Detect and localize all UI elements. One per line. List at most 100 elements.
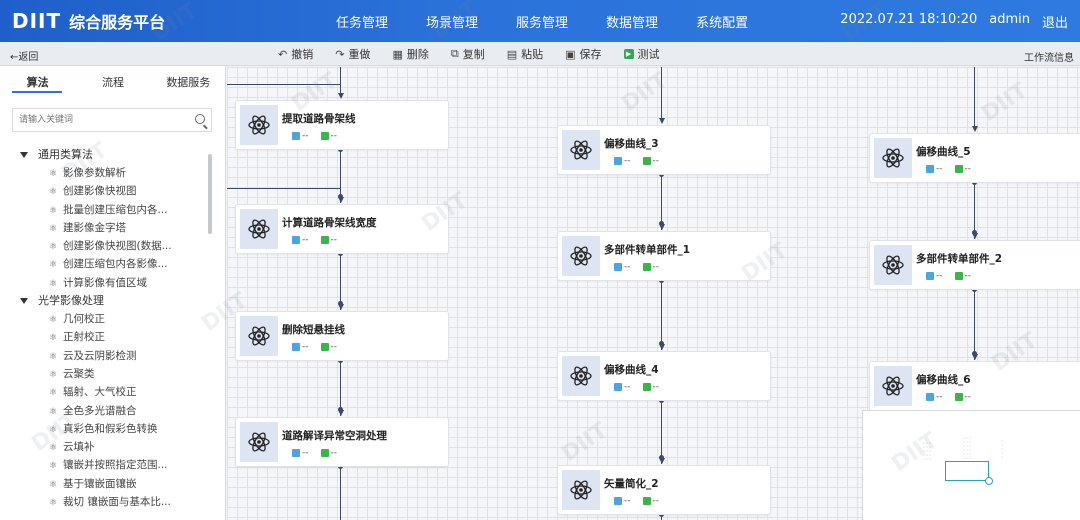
tree-item[interactable]: ⚛创建影像快视图(数据... bbox=[0, 237, 210, 255]
workflow-node[interactable]: 偏移曲线_3 -- -- bbox=[557, 125, 771, 175]
nav-scene-management[interactable]: 场景管理 bbox=[426, 16, 479, 31]
paste-button[interactable]: ▤ 粘贴 bbox=[507, 46, 543, 62]
minimap-resize-handle[interactable] bbox=[985, 477, 993, 485]
search-icon[interactable] bbox=[195, 114, 205, 124]
save-button[interactable]: ▣ 保存 bbox=[565, 46, 601, 62]
output-port[interactable]: -- bbox=[320, 448, 338, 458]
logout-button[interactable]: 退出 bbox=[1041, 16, 1068, 31]
tree-item[interactable]: ⚛裁切 镶嵌面与基本比... bbox=[0, 493, 210, 511]
redo-icon: ↷ bbox=[335, 47, 345, 61]
node-title: 偏移曲线_3 bbox=[604, 138, 659, 150]
input-port[interactable]: -- bbox=[614, 156, 631, 166]
output-port-icon bbox=[320, 132, 329, 140]
sidebar-scrollbar[interactable] bbox=[208, 154, 212, 234]
workflow-node[interactable]: 偏移曲线_4---- bbox=[557, 351, 771, 401]
input-port-dot[interactable] bbox=[659, 221, 664, 226]
input-port[interactable]: -- bbox=[926, 164, 943, 174]
save-icon: ▣ bbox=[565, 47, 576, 61]
tree-item-label: 批量创建压缩包内各... bbox=[63, 203, 168, 216]
nav-system-config[interactable]: 系统配置 bbox=[696, 16, 749, 31]
nav-service-management[interactable]: 服务管理 bbox=[516, 16, 569, 31]
tab-data-service[interactable]: 数据服务 bbox=[166, 76, 211, 89]
tree-item[interactable]: ⚛正射校正 bbox=[0, 328, 210, 346]
minimap-viewport[interactable] bbox=[945, 461, 989, 481]
tree-item[interactable]: ⚛云及云阴影检测 bbox=[0, 347, 210, 365]
tree-group[interactable]: 光学影像处理 bbox=[0, 292, 210, 310]
input-port[interactable]: -- bbox=[292, 235, 309, 245]
nav-data-management[interactable]: 数据管理 bbox=[606, 16, 659, 31]
test-button[interactable]: ▶ 测试 bbox=[623, 46, 660, 62]
output-port[interactable]: -- bbox=[320, 342, 337, 352]
tab-algorithm[interactable]: 算法 bbox=[26, 76, 49, 89]
tree-item[interactable]: ⚛计算影像有值区域 bbox=[0, 274, 210, 292]
output-port-label: -- bbox=[330, 448, 338, 458]
caret-down-icon[interactable] bbox=[20, 298, 28, 305]
tree-item[interactable]: ⚛云填补 bbox=[0, 438, 210, 456]
output-port[interactable]: -- bbox=[642, 496, 659, 506]
user-name[interactable]: admin bbox=[989, 12, 1030, 27]
tree-item[interactable]: ⚛建影像金字塔 bbox=[0, 219, 210, 237]
input-port-dot[interactable] bbox=[659, 341, 664, 346]
connector-line bbox=[661, 281, 662, 350]
input-port[interactable]: -- bbox=[292, 448, 309, 458]
tree-item[interactable]: ⚛创建压缩包内各影像... bbox=[0, 255, 210, 273]
input-port[interactable]: -- bbox=[614, 496, 631, 506]
workflow-node[interactable]: 偏移曲线_6---- bbox=[869, 361, 1080, 411]
input-port[interactable]: -- bbox=[292, 131, 309, 141]
output-port[interactable]: -- bbox=[954, 392, 971, 402]
workflow-node[interactable]: 道路解译异常空洞处理---- bbox=[235, 417, 449, 467]
tree-item[interactable]: ⚛影像参数解析 bbox=[0, 164, 210, 182]
workflow-info-button[interactable]: 工作流信息 bbox=[1024, 53, 1074, 64]
tree-item[interactable]: ⚛全色多光谱融合 bbox=[0, 402, 210, 420]
input-port[interactable]: -- bbox=[926, 392, 943, 402]
output-port[interactable]: -- bbox=[320, 131, 337, 141]
workflow-canvas[interactable]: 提取道路骨架线----计算道路骨架线宽度----删除短悬挂线----道路解译异常… bbox=[227, 67, 1080, 520]
caret-down-icon[interactable] bbox=[20, 152, 28, 158]
redo-button[interactable]: ↷ 重做 bbox=[335, 46, 370, 62]
tree-item[interactable]: ⚛云聚类 bbox=[0, 365, 210, 383]
tab-process[interactable]: 流程 bbox=[101, 76, 124, 89]
workflow-node[interactable]: 偏移曲线_5---- bbox=[869, 133, 1080, 183]
input-port-dot[interactable] bbox=[338, 194, 343, 199]
tree-group[interactable]: 通用类算法 bbox=[0, 146, 210, 164]
input-port-dot[interactable] bbox=[338, 407, 343, 412]
delete-button[interactable]: ▦ 删除 bbox=[392, 46, 428, 62]
node-ports: -- -- bbox=[614, 382, 671, 392]
nav-task-management[interactable]: 任务管理 bbox=[336, 16, 389, 31]
tree-item[interactable]: ⚛辐射、大气校正 bbox=[0, 383, 210, 401]
output-port-icon bbox=[320, 343, 329, 351]
input-port-dot[interactable] bbox=[972, 351, 977, 356]
workflow-node[interactable]: 提取道路骨架线---- bbox=[235, 100, 449, 150]
tree-item[interactable]: ⚛批量创建压缩包内各... bbox=[0, 201, 210, 219]
output-port[interactable]: -- bbox=[954, 271, 971, 281]
search-input[interactable] bbox=[13, 109, 183, 131]
output-port[interactable]: -- bbox=[642, 262, 659, 272]
input-port-dot[interactable] bbox=[659, 455, 664, 460]
back-button[interactable]: ←返回 bbox=[10, 52, 39, 63]
tree-item[interactable]: ⚛镶嵌并按照指定范围... bbox=[0, 456, 210, 474]
tree-item[interactable]: ⚛真彩色和假彩色转换 bbox=[0, 420, 210, 438]
connector-line bbox=[340, 361, 341, 416]
workflow-node[interactable]: 多部件转单部件_2---- bbox=[869, 240, 1080, 290]
output-port[interactable]: -- bbox=[320, 235, 337, 245]
tree-item[interactable]: ⚛创建影像快视图 bbox=[0, 182, 210, 200]
input-port[interactable]: -- bbox=[614, 382, 631, 392]
input-port[interactable]: -- bbox=[614, 262, 631, 272]
input-port-dot[interactable] bbox=[972, 230, 977, 235]
atom-icon: ⚛ bbox=[49, 498, 58, 509]
undo-button[interactable]: ↶ 撤销 bbox=[278, 46, 313, 62]
workflow-node[interactable]: 计算道路骨架线宽度---- bbox=[235, 204, 449, 254]
input-port[interactable]: -- bbox=[292, 342, 309, 352]
output-port[interactable]: -- bbox=[642, 156, 659, 166]
minimap[interactable]: :: :: :::: :: :::: :: :::: :: :::: :: ::… bbox=[862, 410, 1080, 520]
output-port[interactable]: -- bbox=[642, 382, 659, 392]
copy-button[interactable]: ⧉ 复制 bbox=[451, 46, 485, 62]
workflow-node[interactable]: 删除短悬挂线---- bbox=[235, 311, 449, 361]
input-port[interactable]: -- bbox=[926, 271, 943, 281]
input-port-dot[interactable] bbox=[338, 301, 343, 306]
tree-item[interactable]: ⚛几何校正 bbox=[0, 310, 210, 328]
workflow-node[interactable]: 多部件转单部件_1---- bbox=[557, 231, 771, 281]
output-port[interactable]: -- bbox=[954, 164, 971, 174]
workflow-node[interactable]: 矢量简化_2---- bbox=[557, 465, 771, 515]
tree-item[interactable]: ⚛基于镶嵌面镶嵌 bbox=[0, 475, 210, 493]
